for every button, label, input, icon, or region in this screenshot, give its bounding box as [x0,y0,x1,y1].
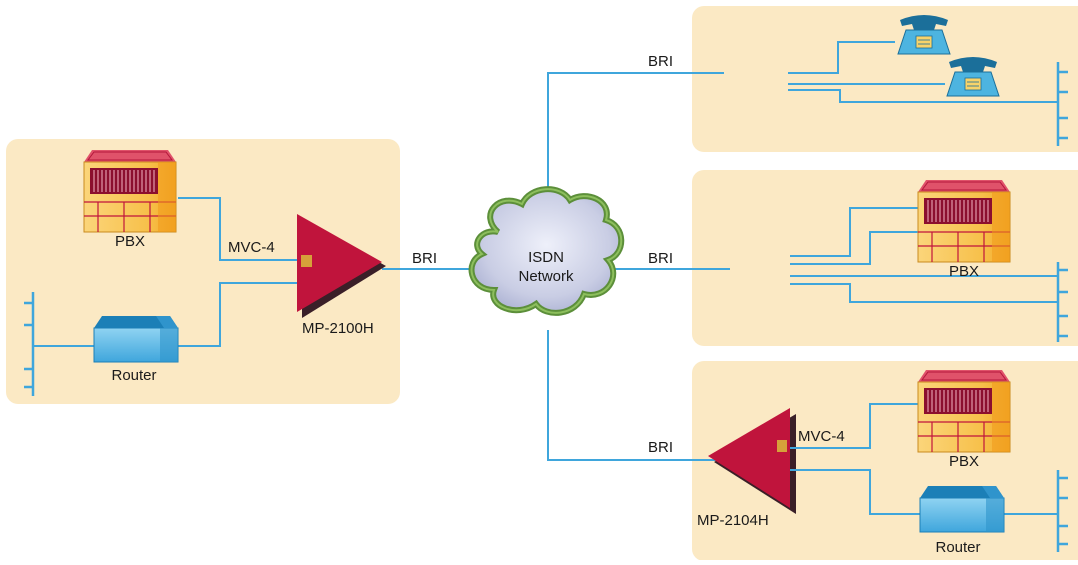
pbx-bottom-label: PBX [949,453,979,470]
bri-left-label: BRI [412,250,437,267]
mp-left-label: MP-2100H [302,320,374,337]
mp-2100h-multiplexer-icon [297,214,386,318]
telephone-icon-2 [946,56,1000,97]
middle-right-site-panel [692,170,1078,346]
wires-mid-site [790,207,1058,303]
lan-bus-left [24,292,96,396]
router-right-label: Router [935,539,980,556]
wires-left [178,197,482,347]
bri-top-label: BRI [648,53,673,70]
mvc-left-label: MVC-4 [228,239,275,256]
mp-right-label: MP-2104H [697,512,769,529]
mvc-right-label: MVC-4 [798,428,845,445]
telephone-icon [897,14,951,55]
bri-mid-label: BRI [648,250,673,267]
isdn-label-line1: ISDN [528,249,564,266]
lan-bus-mid [1056,262,1068,342]
wires-bottom-site [790,403,1058,515]
lan-bus-bottom [1056,470,1068,552]
pbx-left-icon [83,149,177,233]
router-left-icon [93,315,179,363]
pbx-bottom-icon [917,369,1011,453]
top-right-site-panel [692,6,1078,152]
router-left-label: Router [111,367,156,384]
router-right-icon [919,485,1005,533]
bri-bottom-label: BRI [648,439,673,456]
pbx-left-label: PBX [115,233,145,250]
wires-right [547,72,730,461]
isdn-cloud-icon [468,186,625,316]
pbx-mid-label: PBX [949,263,979,280]
isdn-label-line2: Network [518,268,574,285]
pbx-mid-icon [917,179,1011,263]
mp-2104h-multiplexer-icon [708,408,796,514]
lan-bus-top [1056,62,1068,146]
wires-top-site [788,41,1058,103]
